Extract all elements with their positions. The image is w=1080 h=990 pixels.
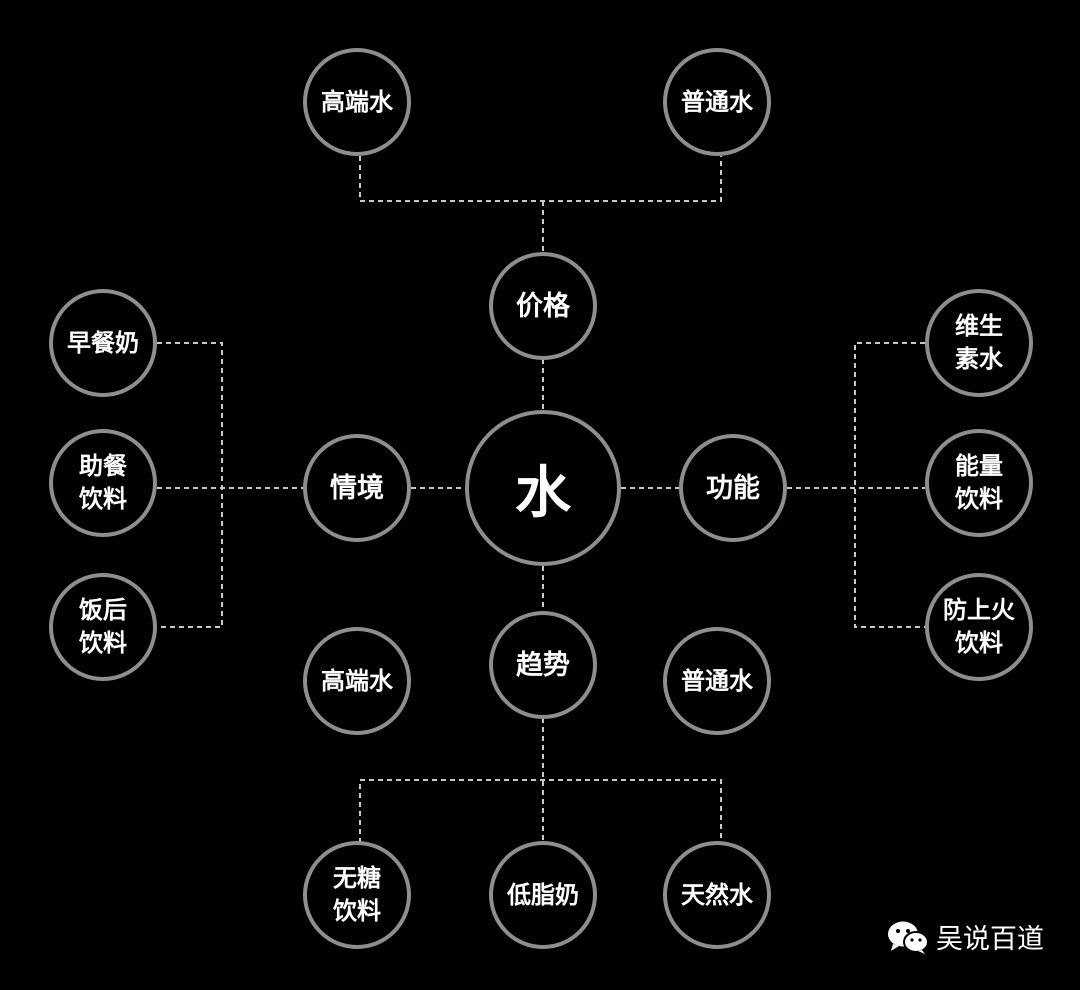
category-node-function: 功能 [679,434,787,542]
center-node: 水 [465,410,621,566]
trend-child-node: 天然水 [663,841,771,949]
category-label-price: 价格 [516,290,570,322]
watermark-text: 吴说百道 [936,924,1044,955]
scenario-child-label: 助餐 饮料 [79,452,127,513]
category-node-scenario: 情境 [303,434,411,542]
category-label-function: 功能 [706,472,760,504]
price-child-node: 普通水 [663,48,771,156]
function-child-node: 维生 素水 [925,289,1033,397]
trend-child-label: 低脂奶 [507,880,579,909]
scenario-child-node: 助餐 饮料 [49,429,157,537]
scenario-child-node: 饭后 饮料 [49,573,157,681]
function-child-label: 维生 素水 [955,312,1003,373]
wechat-icon [888,921,929,954]
trend-child-node: 无糖 饮料 [303,841,411,949]
trend-child-node: 低脂奶 [489,841,597,949]
watermark: 吴说百道 [886,917,1044,956]
price-child-label: 高端水 [321,87,393,116]
function-child-label: 能量 饮料 [955,452,1003,513]
scenario-child-node: 早餐奶 [49,289,157,397]
trend-side-label: 高端水 [321,666,393,695]
trend-side-label: 普通水 [681,666,753,695]
trend-child-label: 无糖 饮料 [333,864,381,925]
connector-scenario-children [157,342,303,628]
category-label-trend: 趋势 [516,649,570,681]
function-child-node: 能量 饮料 [925,429,1033,537]
scenario-child-label: 早餐奶 [67,328,139,357]
trend-side-node: 高端水 [303,627,411,735]
trend-child-label: 天然水 [681,880,753,909]
category-node-price: 价格 [489,252,597,360]
connector-function-children [787,342,925,628]
connector-trend-children [359,718,722,843]
function-child-label: 防上火 饮料 [943,596,1015,657]
connector-price-children [359,156,722,253]
function-child-node: 防上火 饮料 [925,573,1033,681]
price-child-label: 普通水 [681,87,753,116]
center-label: 水 [515,460,571,526]
category-label-scenario: 情境 [330,472,384,504]
scenario-child-label: 饭后 饮料 [79,596,127,657]
price-child-node: 高端水 [303,48,411,156]
trend-side-node: 普通水 [663,627,771,735]
category-node-trend: 趋势 [489,611,597,719]
